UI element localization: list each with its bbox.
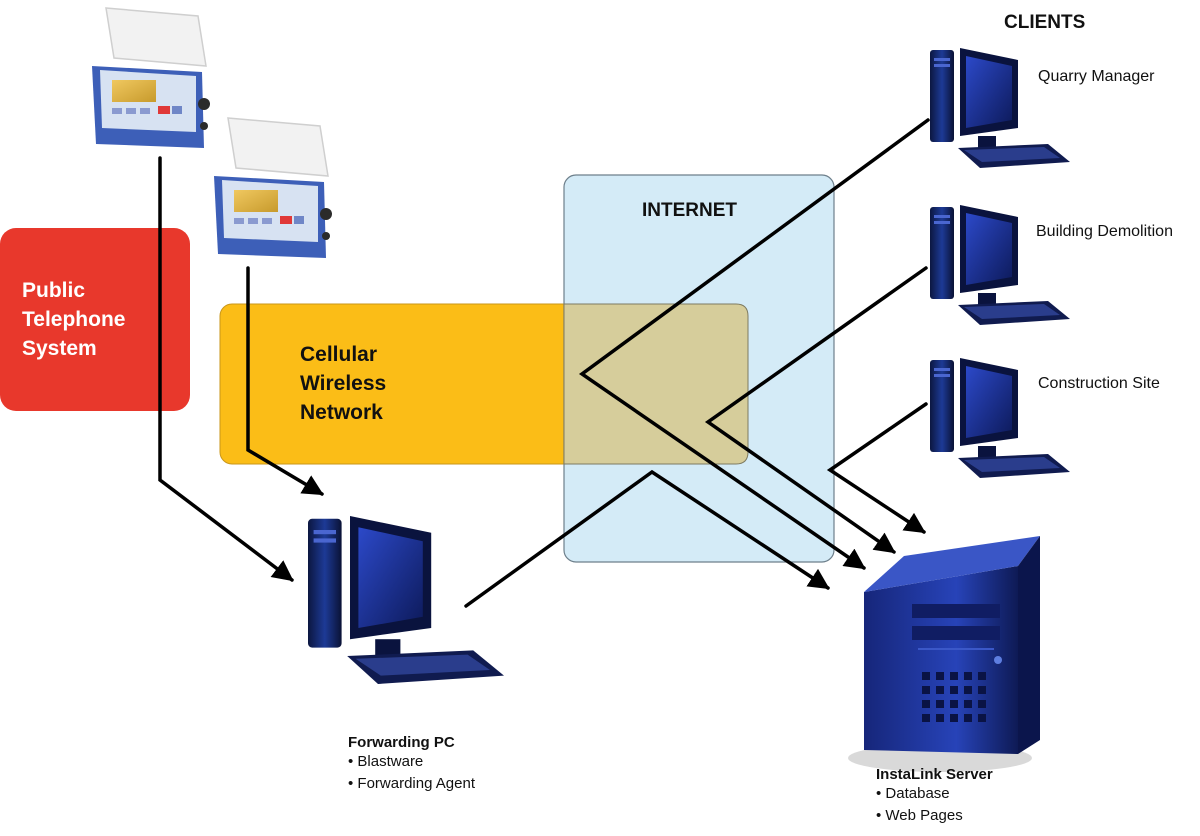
forwarding-pc-item-forwarding-agent: • Forwarding Agent (348, 775, 475, 792)
connector-quarry-manager-to-server (578, 118, 930, 570)
public-telephone-label: Public Telephone System (22, 276, 125, 363)
client-label-quarry-manager: Quarry Manager (1038, 68, 1155, 85)
cellular-internet-overlap (563, 303, 749, 465)
public-telephone-region (0, 228, 190, 411)
public-telephone-line-2: Telephone (22, 308, 126, 331)
seismograph-unit-2 (213, 117, 333, 259)
forwarding-pc-caption: Forwarding PC • Blastware • Forwarding A… (348, 734, 475, 795)
server-item-database: • Database (876, 785, 950, 802)
seismograph-unit-1 (91, 7, 211, 149)
server-item-web-pages: • Web Pages (876, 807, 963, 824)
public-telephone-line-1: Public (22, 279, 86, 302)
cellular-network-line-3: Network (300, 401, 383, 424)
forwarding-pc-title: Forwarding PC (348, 734, 455, 751)
connector-construction-site-to-server (826, 402, 928, 534)
cellular-network-line-2: Wireless (300, 372, 387, 395)
server-title: InstaLink Server (876, 766, 993, 783)
server-caption: InstaLink Server • Database • Web Pages (876, 766, 993, 827)
connector-forwarding-pc-to-server (464, 469, 830, 608)
client-label-construction-site: Construction Site (1038, 375, 1160, 392)
instalink-server-tower (848, 536, 1040, 772)
client-label-building-demolition: Building Demolition (1036, 223, 1173, 240)
cellular-network-line-1: Cellular (300, 343, 378, 366)
connector-telephone-to-forwarding-pc (158, 156, 294, 582)
cellular-network-label: Cellular Wireless Network (300, 340, 386, 427)
connector-building-demolition-to-server (704, 266, 928, 554)
forwarding-pc-item-blastware: • Blastware (348, 753, 424, 770)
clients-header: CLIENTS (1004, 12, 1086, 33)
connector-cellular-to-forwarding-pc (246, 266, 324, 496)
client-computer-quarry-manager (930, 48, 1070, 168)
internet-label: INTERNET (642, 200, 737, 221)
public-telephone-line-3: System (22, 337, 97, 360)
